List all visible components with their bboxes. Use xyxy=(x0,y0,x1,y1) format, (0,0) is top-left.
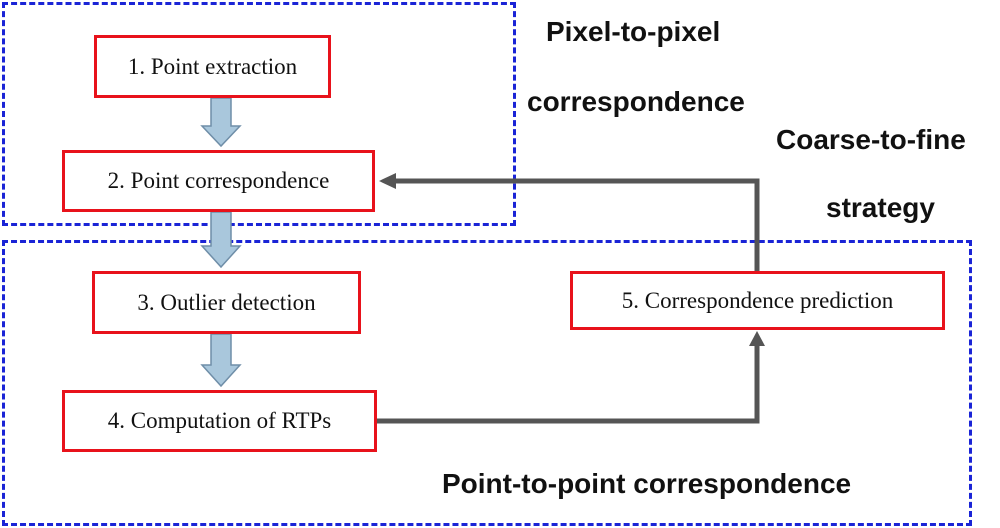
step-correspondence-prediction: 5. Correspondence prediction xyxy=(570,271,945,330)
step-label: 4. Computation of RTPs xyxy=(107,408,332,433)
step-label: 5. Correspondence prediction xyxy=(621,287,894,313)
pixel-to-pixel-region xyxy=(2,2,516,226)
step-label: 3. Outlier detection xyxy=(137,289,316,315)
step-point-extraction: 1. Point extraction xyxy=(94,35,331,98)
point-to-point-caption: Point-to-point correspondence xyxy=(442,468,852,499)
step-computation-of-rtps: 4. Computation of RTPs xyxy=(62,390,377,452)
pixel-to-pixel-caption-line1: Pixel-to-pixel xyxy=(546,16,721,47)
pixel-to-pixel-caption-line2: correspondence xyxy=(527,86,745,117)
step-label: 1. Point extraction xyxy=(127,53,298,79)
step-outlier-detection: 3. Outlier detection xyxy=(92,271,361,334)
step-point-correspondence: 2. Point correspondence xyxy=(62,150,375,212)
strategy-caption-line1: Coarse-to-fine xyxy=(776,124,966,155)
step-label: 2. Point correspondence xyxy=(107,168,330,193)
strategy-caption-line2: strategy xyxy=(826,192,935,223)
